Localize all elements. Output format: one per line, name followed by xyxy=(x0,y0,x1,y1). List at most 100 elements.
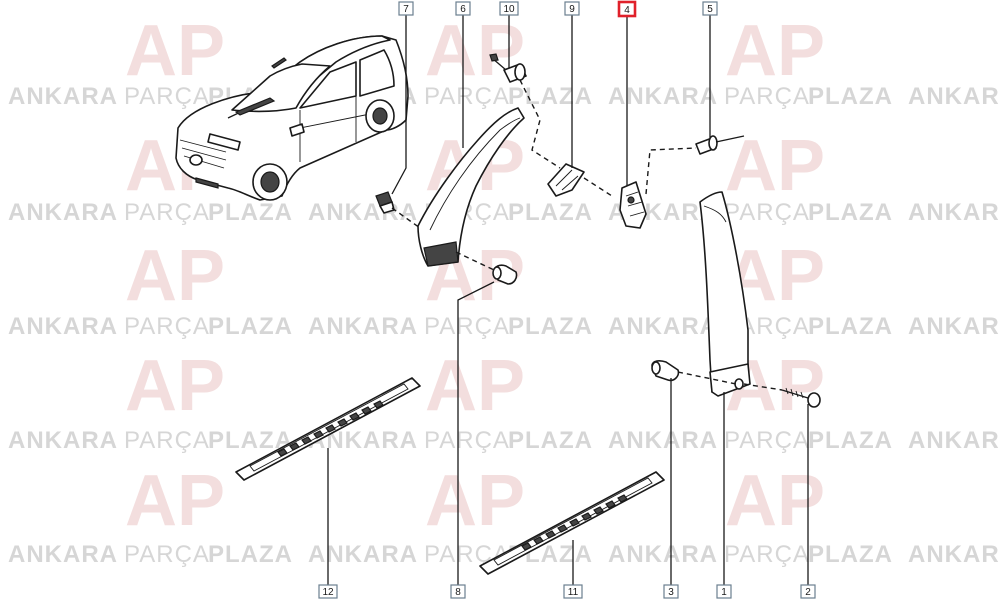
watermark-logo: AP xyxy=(725,461,825,541)
watermark-word: ANKARA xyxy=(908,313,1000,340)
sill-slot xyxy=(313,430,324,439)
car-wheel-hub xyxy=(372,107,388,125)
callout-label: 5 xyxy=(707,4,713,15)
car-side-window-rear xyxy=(359,49,395,97)
sill-slot xyxy=(337,418,348,427)
watermark-word: ANKARA xyxy=(308,541,418,568)
part-12-sill-strip xyxy=(235,377,421,481)
callout-10[interactable]: 10 xyxy=(499,1,519,16)
sill-slot xyxy=(521,542,532,551)
callout-box xyxy=(450,584,466,599)
watermark-word: ANKARA xyxy=(8,83,118,110)
watermark-word: PLAZA xyxy=(508,199,593,226)
watermark-text-rows: ANKARA PARÇA PLAZA ANKARA PARÇA PLAZA AN… xyxy=(8,83,1000,568)
sill-slot xyxy=(349,412,360,421)
callout-5[interactable]: 5 xyxy=(702,1,718,16)
part-11-sill-strip xyxy=(479,471,665,575)
watermark-logo: AP xyxy=(425,461,525,541)
callout-box xyxy=(564,1,580,16)
callout-label: 8 xyxy=(455,587,461,598)
callout-box xyxy=(563,584,583,599)
watermark-word: ANKARA xyxy=(8,541,118,568)
callout-label: 4 xyxy=(624,5,630,16)
watermark-layer: AP AP AP AP AP AP AP AP AP AP AP AP AP A… xyxy=(8,11,1000,568)
car-fog-light xyxy=(195,177,219,189)
sill-slot xyxy=(277,448,288,457)
part-4-bracket xyxy=(619,181,647,229)
callout-9[interactable]: 9 xyxy=(564,1,580,16)
part-8-rivet xyxy=(492,264,518,285)
watermark-word: PLAZA xyxy=(808,199,893,226)
watermark-word: ANKARA xyxy=(908,199,1000,226)
callout-box xyxy=(716,584,732,599)
car-mirror xyxy=(289,123,305,137)
sill-strip-inner xyxy=(249,383,409,472)
sill-slot xyxy=(581,512,592,521)
callout-6[interactable]: 6 xyxy=(455,1,471,16)
bracket-ribs xyxy=(625,191,645,217)
car-headlight xyxy=(207,133,241,151)
dash-7-to-6 xyxy=(391,207,421,229)
callout-4[interactable]: 4 xyxy=(617,0,637,18)
sill-slot xyxy=(569,518,580,527)
b-pillar-base xyxy=(709,363,751,397)
watermark-logo: AP xyxy=(125,461,225,541)
b-pillar-top-edge xyxy=(703,205,727,223)
watermark-word: PLAZA xyxy=(208,541,293,568)
part-6-pillar-trim xyxy=(417,107,525,267)
callout-label: 9 xyxy=(569,4,575,15)
callout-12[interactable]: 12 xyxy=(318,584,338,599)
watermark-word: PARÇA xyxy=(724,83,810,110)
watermark-word: ANKARA xyxy=(8,199,118,226)
watermark-word: PLAZA xyxy=(508,427,593,454)
watermark-logo: AP xyxy=(725,126,825,206)
watermark-word: ANKARA xyxy=(308,199,418,226)
watermark-logo: AP xyxy=(125,11,225,91)
watermark-word: ANKARA xyxy=(608,427,718,454)
watermark-word: ANKARA xyxy=(608,541,718,568)
watermark-word: PARÇA xyxy=(124,313,210,340)
sill-slot xyxy=(373,400,384,409)
part-3-rivet xyxy=(651,360,680,382)
callout-box xyxy=(455,1,471,16)
watermark-word: PARÇA xyxy=(124,541,210,568)
watermark-word: PARÇA xyxy=(424,313,510,340)
watermark-word: ANKARA xyxy=(608,313,718,340)
watermark-word: PARÇA xyxy=(724,199,810,226)
watermark-logo: AP xyxy=(125,346,225,426)
watermark-logo: AP xyxy=(725,11,825,91)
watermark-word: ANKARA xyxy=(608,83,718,110)
callout-label: 2 xyxy=(805,587,811,598)
dash-3-to-1 xyxy=(677,371,737,385)
dash-9-to-4 xyxy=(583,177,613,197)
watermark-word: PLAZA xyxy=(808,313,893,340)
watermark-word: ANKARA xyxy=(908,83,1000,110)
callout-label: 1 xyxy=(721,587,727,598)
part-9-clip xyxy=(547,163,585,197)
callout-7[interactable]: 7 xyxy=(398,1,414,16)
sill-slot xyxy=(361,406,372,415)
callout-8[interactable]: 8 xyxy=(450,584,466,599)
callout-11[interactable]: 11 xyxy=(563,584,583,599)
part-10-rivet xyxy=(489,53,527,83)
callout-label: 6 xyxy=(460,4,466,15)
rivet-face xyxy=(492,266,502,280)
leader-lines xyxy=(327,15,809,585)
clip-body xyxy=(547,163,585,197)
sill-slot xyxy=(301,436,312,445)
dash-1-to-2 xyxy=(743,383,783,391)
callout-box-highlighted xyxy=(617,0,637,18)
dash-4-to-5 xyxy=(645,147,697,195)
clip-ribs xyxy=(555,169,579,191)
sill-slot xyxy=(533,536,544,545)
rivet-flange xyxy=(708,135,718,151)
assembly-lines xyxy=(391,79,783,391)
part-5-rivet xyxy=(695,135,745,155)
callout-1[interactable]: 1 xyxy=(716,584,732,599)
callout-2[interactable]: 2 xyxy=(800,584,816,599)
watermark-word: PARÇA xyxy=(424,427,510,454)
bracket-hole xyxy=(627,196,635,204)
screw-shank xyxy=(781,389,809,399)
callout-3[interactable]: 3 xyxy=(663,584,679,599)
